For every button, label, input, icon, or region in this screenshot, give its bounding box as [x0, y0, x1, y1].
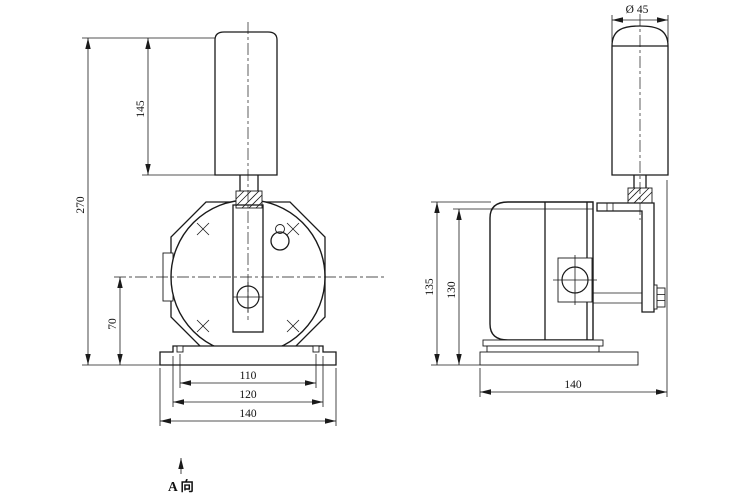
keyhole-cam — [270, 224, 290, 251]
dim-70-label: 70 — [107, 318, 119, 330]
dim-140-front-label: 140 — [239, 408, 257, 420]
gland-hatch-side — [627, 187, 653, 204]
base-slot-right — [312, 345, 320, 353]
mounting-bracket — [596, 202, 655, 313]
dim-120-label: 120 — [239, 389, 257, 401]
front-view: 270 145 70 110 120 140 — [75, 22, 385, 494]
dim-roller-height: 145 — [135, 38, 216, 176]
base-slab — [479, 351, 639, 366]
dim-base-depth: 140 — [479, 180, 668, 397]
roller-cylinder-front — [214, 31, 278, 176]
screw-cross-bottom-left — [196, 319, 210, 333]
body-side — [489, 201, 594, 341]
dim-110-label: 110 — [240, 370, 257, 382]
bracket-bolt — [593, 284, 666, 310]
dim-140-side-label: 140 — [564, 379, 582, 391]
dim-slots-span: 120 — [172, 356, 324, 407]
dim-diameter-label: Ø 45 — [626, 4, 649, 16]
dim-cover-height: 130 — [446, 208, 491, 365]
dim-145-label: 145 — [135, 100, 147, 118]
bolt-nut — [656, 287, 666, 308]
dim-270-label: 270 — [75, 196, 87, 214]
rope-shaft-front — [239, 175, 259, 191]
base-plate-front — [159, 345, 337, 366]
body-foot — [486, 345, 600, 353]
view-direction-marker: A 向 — [168, 458, 194, 494]
dim-135-label: 135 — [424, 278, 436, 296]
dim-holes-span: 110 — [179, 354, 317, 388]
centerlines-front — [114, 22, 385, 320]
dim-total-height: 270 — [75, 37, 215, 366]
dim-axis-height: 70 — [107, 277, 123, 365]
screw-cross-bottom-right — [286, 319, 300, 333]
sensor-window — [553, 255, 597, 305]
body-flange — [482, 339, 604, 347]
base-slot-left — [176, 345, 184, 353]
bolt-washer — [653, 284, 658, 310]
dim-130-label: 130 — [446, 281, 458, 299]
gland-hatch-front — [235, 190, 263, 209]
dim-base-width: 140 — [159, 368, 337, 426]
view-direction-label: A 向 — [168, 478, 194, 494]
shaft-side — [633, 175, 647, 188]
base-side — [479, 339, 639, 366]
screw-cross-top-left — [196, 222, 210, 236]
side-view: Ø 45 — [424, 4, 669, 397]
dim-body-height: 135 — [424, 201, 491, 366]
screw-cross-top-right — [286, 222, 300, 236]
